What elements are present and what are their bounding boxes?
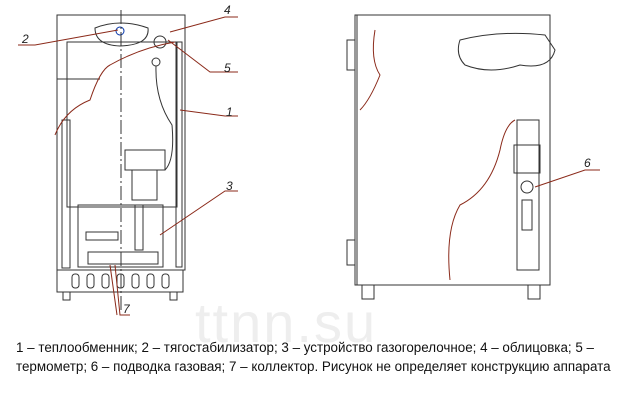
front-callouts: 2 4 5 1 3 7 [21, 3, 233, 316]
front-view [54, 10, 186, 310]
callout-5: 5 [224, 61, 231, 75]
boiler-diagram: 2 4 5 1 3 7 6 [18, 3, 600, 316]
flue [457, 32, 556, 71]
callout-7: 7 [123, 302, 131, 316]
front-leaders [18, 16, 238, 316]
side-leaders [534, 169, 600, 188]
callout-1: 1 [226, 105, 233, 119]
thermometer [153, 35, 167, 49]
watermark: ttnn.su [195, 291, 378, 354]
callout-3: 3 [226, 179, 233, 193]
side-casing [354, 14, 551, 286]
air-slots [71, 273, 170, 289]
gas-supply [520, 180, 534, 194]
figure-caption: 1 – теплообменник; 2 – тягостабилизатор;… [16, 340, 611, 374]
callout-4: 4 [224, 3, 231, 17]
callout-2: 2 [21, 32, 29, 46]
side-view [346, 14, 556, 300]
gas-valve [513, 144, 541, 174]
callout-6: 6 [584, 156, 591, 170]
